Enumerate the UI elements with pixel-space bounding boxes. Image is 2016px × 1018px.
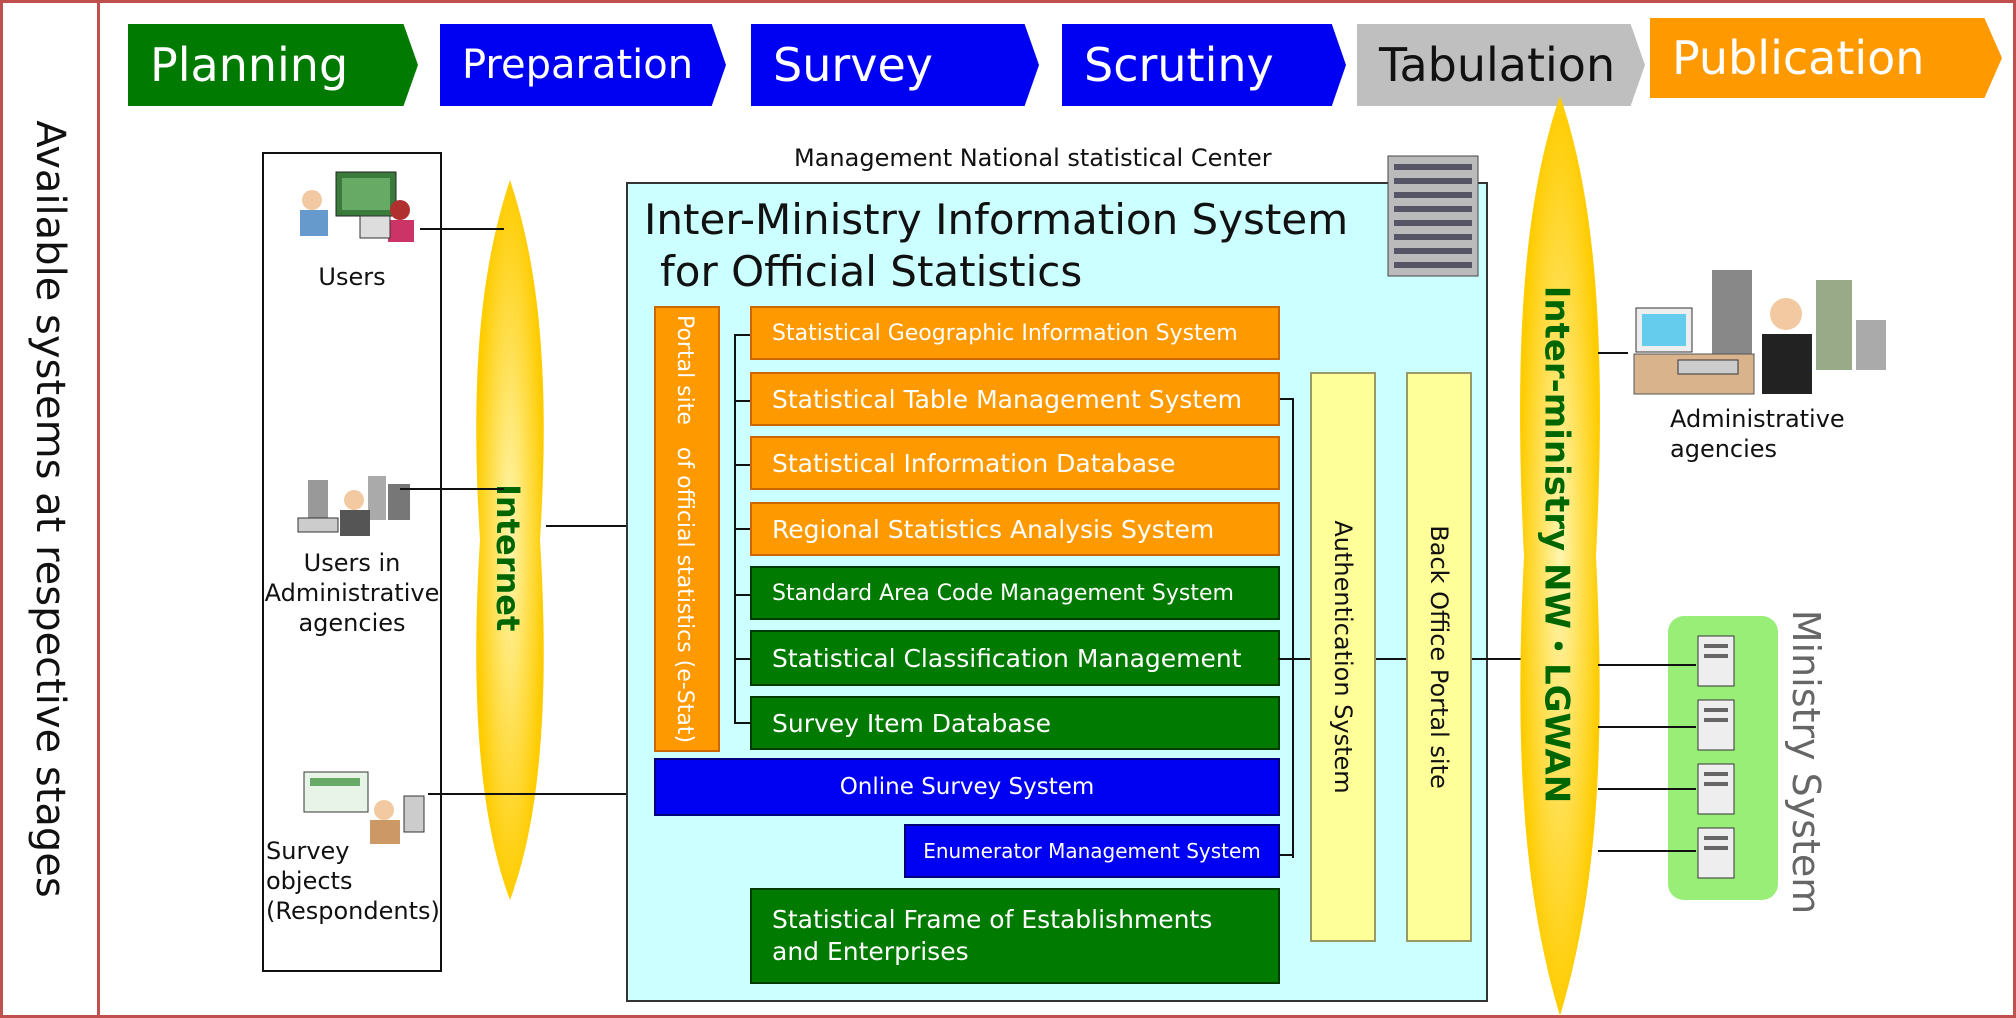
auth-label: Authentication System: [1329, 520, 1357, 794]
stage-publication: Publication: [1650, 18, 2002, 98]
stage-label: Publication: [1672, 31, 1925, 85]
connector: [546, 525, 654, 527]
connector: [734, 658, 752, 660]
system-title-line2: for Official Statistics: [660, 247, 1083, 296]
portal-label: Portal site of official statistics (e-St…: [672, 314, 697, 744]
system-stms: Statistical Table Management System: [750, 372, 1280, 426]
connector: [734, 722, 752, 724]
stage-scrutiny: Scrutiny: [1062, 24, 1346, 106]
connector: [1280, 398, 1294, 400]
stage-preparation: Preparation: [440, 24, 726, 106]
system-label: Regional Statistics Analysis System: [772, 514, 1215, 544]
respondent-icon: [303, 771, 425, 844]
admin-users-label: Users in Administrative agencies: [264, 549, 440, 637]
server-icon: [1697, 699, 1735, 751]
system-label: Enumerator Management System: [923, 839, 1261, 863]
connector: [734, 528, 752, 530]
interministry-label: Inter-ministry NW・LGWAN: [1536, 285, 1577, 804]
system-label: Statistical Information Database: [772, 448, 1176, 478]
system-rsas: Regional Statistics Analysis System: [750, 502, 1280, 556]
system-label: Statistical Table Management System: [772, 384, 1242, 414]
internet-label: Internet: [489, 484, 527, 632]
connector: [734, 334, 752, 336]
system-title: Inter-Ministry Information System for Of…: [644, 194, 1348, 298]
connector: [1598, 352, 1628, 354]
system-survey-item-db: Survey Item Database: [750, 696, 1280, 750]
building-icon: [1387, 155, 1479, 277]
connector: [1598, 788, 1696, 790]
stage-planning: Planning: [128, 24, 418, 106]
system-label: Statistical Geographic Information Syste…: [772, 320, 1238, 346]
system-enumerator: Enumerator Management System: [904, 824, 1280, 878]
back-office-portal: Back Office Portal site: [1406, 372, 1472, 942]
stage-label: Survey: [773, 38, 934, 92]
system-sidb: Statistical Information Database: [750, 436, 1280, 490]
system-online-survey: Online Survey System: [654, 758, 1280, 816]
connector: [734, 594, 752, 596]
system-label: Survey Item Database: [772, 708, 1052, 738]
ministry-system-label: Ministry System: [1784, 609, 1828, 915]
system-label: Online Survey System: [839, 774, 1095, 800]
system-label: Statistical Classification Management: [772, 643, 1242, 673]
connector: [1278, 658, 1312, 660]
system-sgis: Statistical Geographic Information Syste…: [750, 306, 1280, 360]
users-label: Users: [318, 263, 386, 291]
stage-tabulation: Tabulation: [1357, 24, 1645, 106]
stage-survey: Survey: [751, 24, 1039, 106]
connector: [400, 488, 504, 490]
respondents-label: Survey objects (Respondents): [266, 837, 440, 925]
admin-agencies-icon: [1633, 270, 1886, 395]
stage-label: Scrutiny: [1084, 38, 1274, 92]
connector: [1472, 658, 1536, 660]
system-label: Statistical Frame of Establishments and …: [772, 905, 1213, 966]
interministry-cloud: [1520, 96, 1600, 1016]
connector: [420, 228, 504, 230]
connector: [1598, 664, 1696, 666]
connector: [428, 793, 654, 795]
system-frame: Statistical Frame of Establishments and …: [750, 888, 1280, 984]
admin-agencies-label: Administrative agencies: [1670, 405, 1845, 463]
authentication-system: Authentication System: [1310, 372, 1376, 942]
server-icon: [1697, 635, 1735, 687]
connector: [1292, 398, 1294, 858]
connector: [1280, 854, 1294, 856]
stage-label: Preparation: [462, 42, 694, 88]
connector: [734, 400, 752, 402]
system-scm: Statistical Classification Management: [750, 630, 1280, 686]
connector: [734, 464, 752, 466]
connector: [1598, 726, 1696, 728]
users-icon: [300, 171, 414, 242]
system-title-line1: Inter-Ministry Information System: [644, 195, 1349, 244]
connector: [1598, 850, 1696, 852]
users-panel: [262, 152, 442, 972]
internet-cloud: [476, 180, 544, 900]
portal-estat: Portal site of official statistics (e-St…: [654, 306, 720, 752]
side-title: Available systems at respective stages: [27, 120, 73, 898]
stage-label: Planning: [150, 38, 349, 92]
system-label: Standard Area Code Management System: [772, 580, 1234, 606]
stage-label: Tabulation: [1379, 38, 1616, 92]
admin-user-icon: [297, 476, 410, 536]
system-sacm: Standard Area Code Management System: [750, 566, 1280, 620]
server-icon: [1697, 763, 1735, 815]
connector: [1376, 658, 1408, 660]
side-title-frame: Available systems at respective stages: [0, 0, 100, 1018]
center-caption: Management National statistical Center: [794, 144, 1272, 172]
server-icon: [1697, 827, 1735, 879]
backoffice-label: Back Office Portal site: [1425, 525, 1453, 789]
